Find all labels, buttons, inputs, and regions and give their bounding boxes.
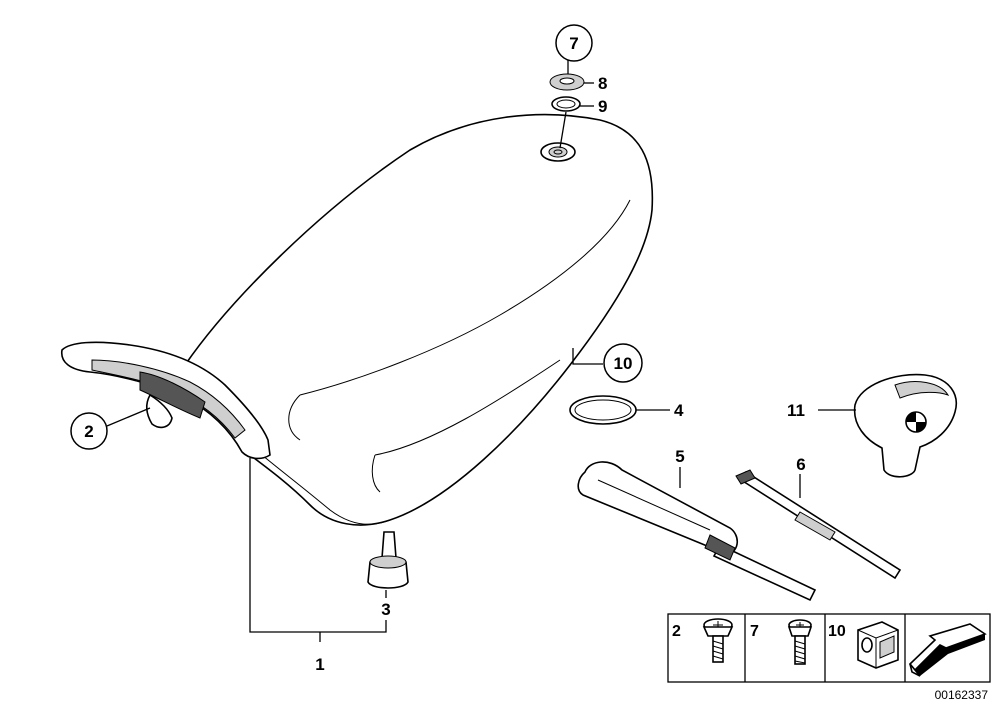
- legend-label-7: 7: [750, 623, 759, 640]
- svg-text:7: 7: [569, 34, 578, 53]
- callout-3: 3: [381, 600, 390, 619]
- callout-5: 5: [675, 447, 684, 466]
- knob-11: [853, 373, 957, 478]
- leader-8-9-to-seat: [559, 111, 567, 149]
- hardware-legend: 2 7 10: [667, 613, 991, 683]
- legend-label-10: 10: [828, 623, 846, 640]
- svg-text:2: 2: [84, 422, 93, 441]
- seat: [61, 113, 654, 526]
- callout-6: 6: [796, 455, 805, 474]
- callout-4: 4: [674, 401, 684, 420]
- screw-2-icon: [702, 618, 734, 663]
- clip-nut-10-icon: [857, 621, 899, 669]
- callout-11: 11: [787, 401, 805, 420]
- drawing-number: 00162337: [935, 688, 989, 702]
- callout-8: 8: [598, 74, 607, 93]
- tool-6: [735, 469, 902, 580]
- leader-lines: [106, 60, 856, 642]
- arrow-icon: [908, 623, 987, 677]
- buffer-3: [367, 531, 409, 589]
- screwdriver-5: [577, 461, 817, 602]
- legend-label-2: 2: [672, 623, 681, 640]
- callout-2: 2: [70, 412, 108, 450]
- screw-7-icon: [787, 619, 813, 665]
- svg-text:10: 10: [614, 354, 633, 373]
- callout-10: 10: [603, 343, 643, 383]
- ring-9: [551, 96, 581, 112]
- callout-1: 1: [315, 655, 324, 674]
- washer-8: [549, 73, 585, 91]
- callout-7: 7: [555, 24, 593, 62]
- callout-9: 9: [598, 97, 607, 116]
